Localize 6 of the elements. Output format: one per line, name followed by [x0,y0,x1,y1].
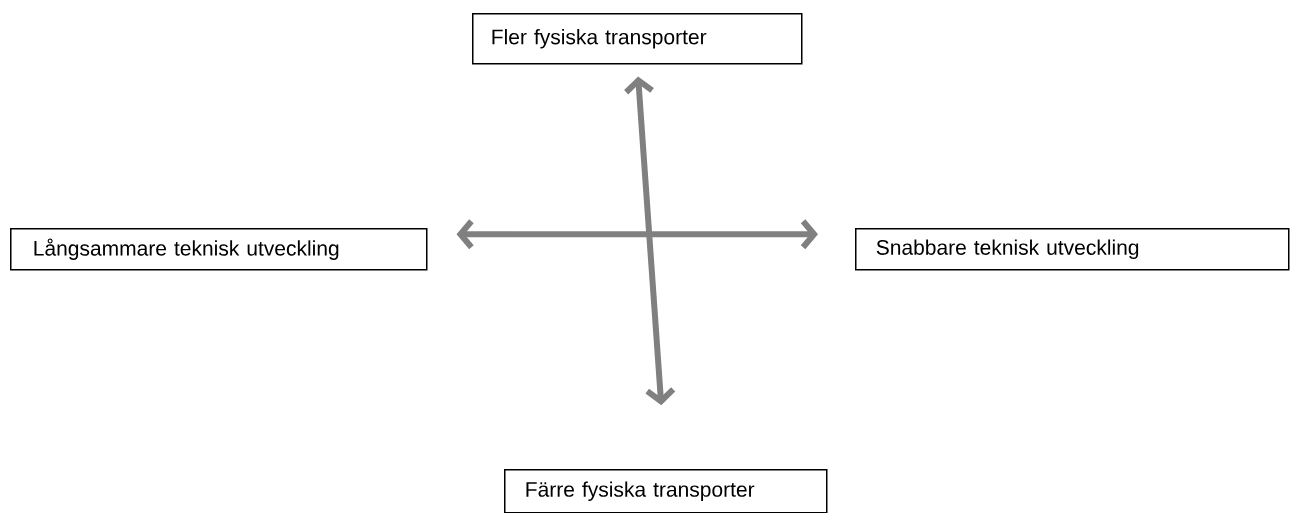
double-arrow [456,219,818,250]
text-box: Fler fysiska transporter [472,13,803,65]
text-box: Färre fysiska transporter [504,469,828,513]
text-box: Snabbare teknisk utveckling [855,228,1290,271]
text-box: Långsammare teknisk utveckling [10,228,428,271]
double-arrow [624,76,676,406]
